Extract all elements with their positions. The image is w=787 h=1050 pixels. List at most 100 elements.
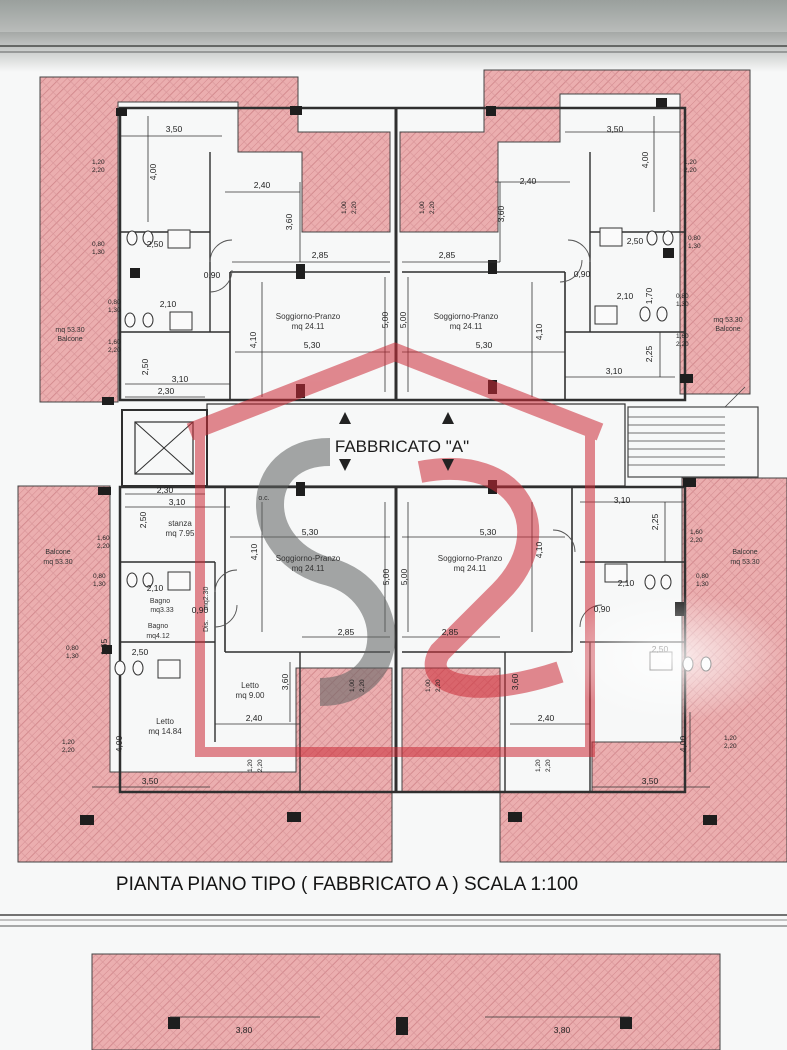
- dimension-label: 2,85: [312, 250, 329, 260]
- room-name: Soggiorno-Pranzo: [438, 554, 503, 563]
- window-height: 1,30: [688, 243, 701, 250]
- window-height: 1,30: [66, 653, 79, 660]
- building-label: FABBRICATO "A": [335, 437, 469, 456]
- dimension-label: 2,25: [650, 513, 660, 530]
- window-width: 1,20: [62, 739, 75, 746]
- dimension-label: 2,30: [158, 386, 175, 396]
- dimension-label: 0,90: [574, 269, 591, 279]
- window-width: 1,60: [108, 339, 121, 346]
- cabinet-label: o.c.: [258, 495, 269, 502]
- dimension-label: 2,50: [140, 358, 150, 375]
- room-name: stanza: [168, 519, 192, 528]
- window-height: 2,20: [429, 201, 436, 214]
- dimension-label: 2,25: [644, 345, 654, 362]
- staircase: [627, 386, 759, 478]
- room-name: Bagno: [150, 598, 170, 605]
- dimension-label: 0,90: [204, 270, 221, 280]
- dimension-label: 3,60: [496, 205, 506, 222]
- room-area: mq 24.11: [450, 322, 483, 331]
- window-height: 2,20: [545, 759, 552, 772]
- window-width: 1,20: [247, 759, 254, 772]
- dimension-label: 2,10: [617, 291, 634, 301]
- window-height: 1,30: [696, 581, 709, 588]
- dimension-label: 4,10: [534, 541, 544, 558]
- dimension-label: 2,50: [138, 511, 148, 528]
- window-width: 0,80: [688, 235, 701, 242]
- room-name: Bagno: [148, 623, 168, 630]
- dimension-label: 1,70: [644, 287, 654, 304]
- dimension-label: 5,30: [480, 527, 497, 537]
- window-tags: 1,20 2,20 0,80 1,30 0,80 1,30 1,60 2,20 …: [62, 159, 737, 772]
- room-area: mq 24.11: [292, 564, 325, 573]
- balcony-label: Balcone: [57, 336, 82, 343]
- window-height: 1,30: [676, 301, 689, 308]
- dimension-label: 5,30: [304, 340, 321, 350]
- dimension-label: 2,50: [132, 647, 149, 657]
- window-height: 2,20: [359, 679, 366, 692]
- floor-plan: FABBRICATO "A" PIANTA PIANO TIPO ( FABBR…: [0, 45, 787, 1050]
- dimension-label: 5,00: [399, 568, 409, 585]
- dimension-labels: 3,50 4,00 2,40 3,60 2,50 0,90 2,10 2,85 …: [99, 124, 688, 1035]
- window-width: 0,80: [108, 299, 121, 306]
- dimension-label: 1,65: [99, 638, 109, 655]
- window-height: 2,20: [724, 743, 737, 750]
- balcony-area: mq 53.30: [55, 327, 84, 334]
- room-name: Letto: [241, 681, 259, 690]
- dimension-label: 2,10: [147, 583, 164, 593]
- dimension-label: 3,10: [614, 495, 631, 505]
- dimension-label: 4,00: [678, 735, 688, 752]
- window-height: 2,20: [684, 167, 697, 174]
- dimension-label: 4,00: [640, 151, 650, 168]
- balcony-label: Balcone: [732, 549, 757, 556]
- window-height: 2,20: [97, 543, 110, 550]
- window-height: 1,30: [93, 581, 106, 588]
- dimension-label: 2,50: [147, 239, 164, 249]
- dimension-label: 3,10: [172, 374, 189, 384]
- window-width: 0,80: [66, 645, 79, 652]
- room-area: mq 9.00: [236, 691, 265, 700]
- drawing-sheet: FABBRICATO "A" PIANTA PIANO TIPO ( FABBR…: [0, 32, 787, 1050]
- dimension-label: 0,90: [192, 605, 209, 615]
- room-name: Soggiorno-Pranzo: [434, 312, 499, 321]
- dimension-label: 2,50: [652, 644, 669, 654]
- dimension-label: 2,85: [338, 627, 355, 637]
- balcony-area: mq 53.30: [730, 559, 759, 566]
- dimension-label: 4,10: [248, 331, 258, 348]
- dimension-label: 5,00: [398, 311, 408, 328]
- dimension-label: 5,30: [476, 340, 493, 350]
- room-area: mq3.33: [150, 607, 173, 614]
- window-width: 1,20: [724, 735, 737, 742]
- room-name: Dis.: [203, 620, 210, 632]
- window-width: 1,60: [690, 529, 703, 536]
- window-width: 1,00: [341, 201, 348, 214]
- window-width: 1,00: [419, 201, 426, 214]
- dimension-label: 3,80: [554, 1025, 571, 1035]
- balcony-area: mq 53.30: [43, 559, 72, 566]
- dimension-label: 2,10: [618, 578, 635, 588]
- window-height: 2,20: [435, 679, 442, 692]
- dimension-label: 2,10: [160, 299, 177, 309]
- window-width: 1,60: [676, 333, 689, 340]
- room-name: Soggiorno-Pranzo: [276, 312, 341, 321]
- window-width: 1,20: [684, 159, 697, 166]
- window-height: 2,20: [92, 167, 105, 174]
- window-width: 1,60: [97, 535, 110, 542]
- dimension-label: 4,10: [534, 323, 544, 340]
- dimension-label: 3,50: [607, 124, 624, 134]
- window-width: 0,80: [92, 241, 105, 248]
- dimension-label: 2,40: [254, 180, 271, 190]
- dimension-label: 4,00: [114, 735, 124, 752]
- window-width: 1,00: [349, 679, 356, 692]
- dimension-label: 4,00: [148, 163, 158, 180]
- room-area: mq4.12: [146, 633, 169, 640]
- room-name: Letto: [156, 717, 174, 726]
- window-height: 2,20: [257, 759, 264, 772]
- window-width: 1,20: [535, 759, 542, 772]
- room-labels: Soggiorno-Pranzo mq 24.11 Soggiorno-Pran…: [43, 312, 759, 736]
- dimension-label: 2,85: [439, 250, 456, 260]
- room-area: mq 24.11: [292, 322, 325, 331]
- dimension-label: 3,50: [642, 776, 659, 786]
- dimension-label: 5,00: [380, 311, 390, 328]
- window-width: 0,80: [676, 293, 689, 300]
- balcony-hatching: [17, 69, 787, 1050]
